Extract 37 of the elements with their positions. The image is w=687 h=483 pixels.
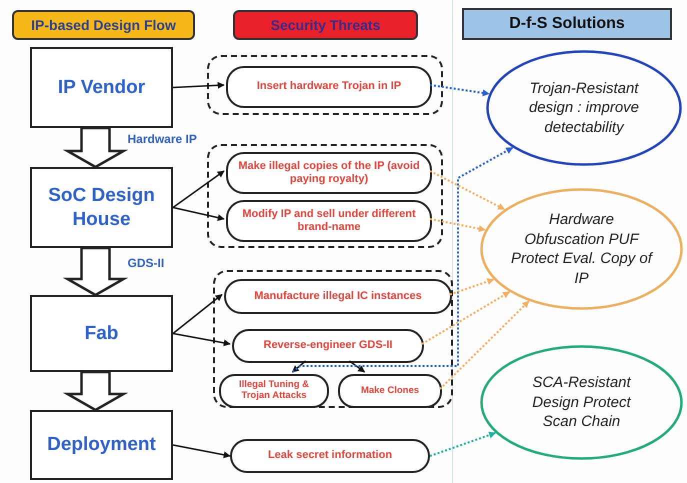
threat-pill: Make illegal copies of the IP (avoid paying royalty) bbox=[226, 152, 432, 194]
arrow bbox=[348, 360, 366, 373]
arrow bbox=[172, 332, 231, 346]
process-box: SoC Design House bbox=[30, 167, 173, 248]
arrow bbox=[292, 360, 306, 373]
arrow bbox=[172, 206, 225, 222]
solution-text: Hardware Obfuscation PUF Protect Eval. Copy of IP bbox=[510, 210, 653, 288]
column-header: D-f-S Solutions bbox=[462, 8, 672, 40]
threat-pill: Make Clones bbox=[338, 374, 442, 408]
arrow bbox=[172, 170, 225, 208]
threat-pill: Leak secret information bbox=[230, 439, 430, 473]
threat-pill: Reverse-engineer GDS-II bbox=[232, 329, 424, 363]
arrow bbox=[172, 82, 225, 89]
dashed-group-box bbox=[207, 55, 443, 115]
edge-label: Hardware IP bbox=[126, 132, 199, 146]
solution-text: SCA-Resistant Design Protect Scan Chain bbox=[531, 373, 632, 432]
threat-pill: Illegal Tuning & Trojan Attacks bbox=[219, 374, 329, 408]
flow-arrow bbox=[62, 126, 128, 168]
column-header: IP-based Design Flow bbox=[12, 10, 195, 40]
flow-arrow bbox=[62, 370, 128, 412]
column-header: Security Threats bbox=[233, 10, 418, 40]
dashed-group-box bbox=[207, 144, 443, 248]
dashed-group-box bbox=[213, 270, 453, 408]
process-box: Deployment bbox=[30, 410, 173, 480]
dotted-arrow bbox=[430, 432, 496, 457]
flow-arrow bbox=[62, 246, 128, 296]
arrow bbox=[172, 444, 231, 458]
arrow bbox=[172, 294, 223, 334]
edge-label: GDS-II bbox=[126, 256, 166, 270]
dotted-arrow bbox=[292, 146, 514, 373]
threat-pill: Modify IP and sell under different brand-name bbox=[226, 200, 432, 242]
solution-text: Trojan-Resistant design : improve detectability bbox=[528, 78, 640, 138]
process-box: IP Vendor bbox=[30, 47, 173, 128]
dotted-arrow bbox=[439, 300, 530, 390]
threat-pill: Insert hardware Trojan in IP bbox=[226, 66, 432, 108]
process-box: Fab bbox=[30, 295, 173, 372]
threat-pill: Manufacture illegal IC instances bbox=[224, 279, 452, 314]
